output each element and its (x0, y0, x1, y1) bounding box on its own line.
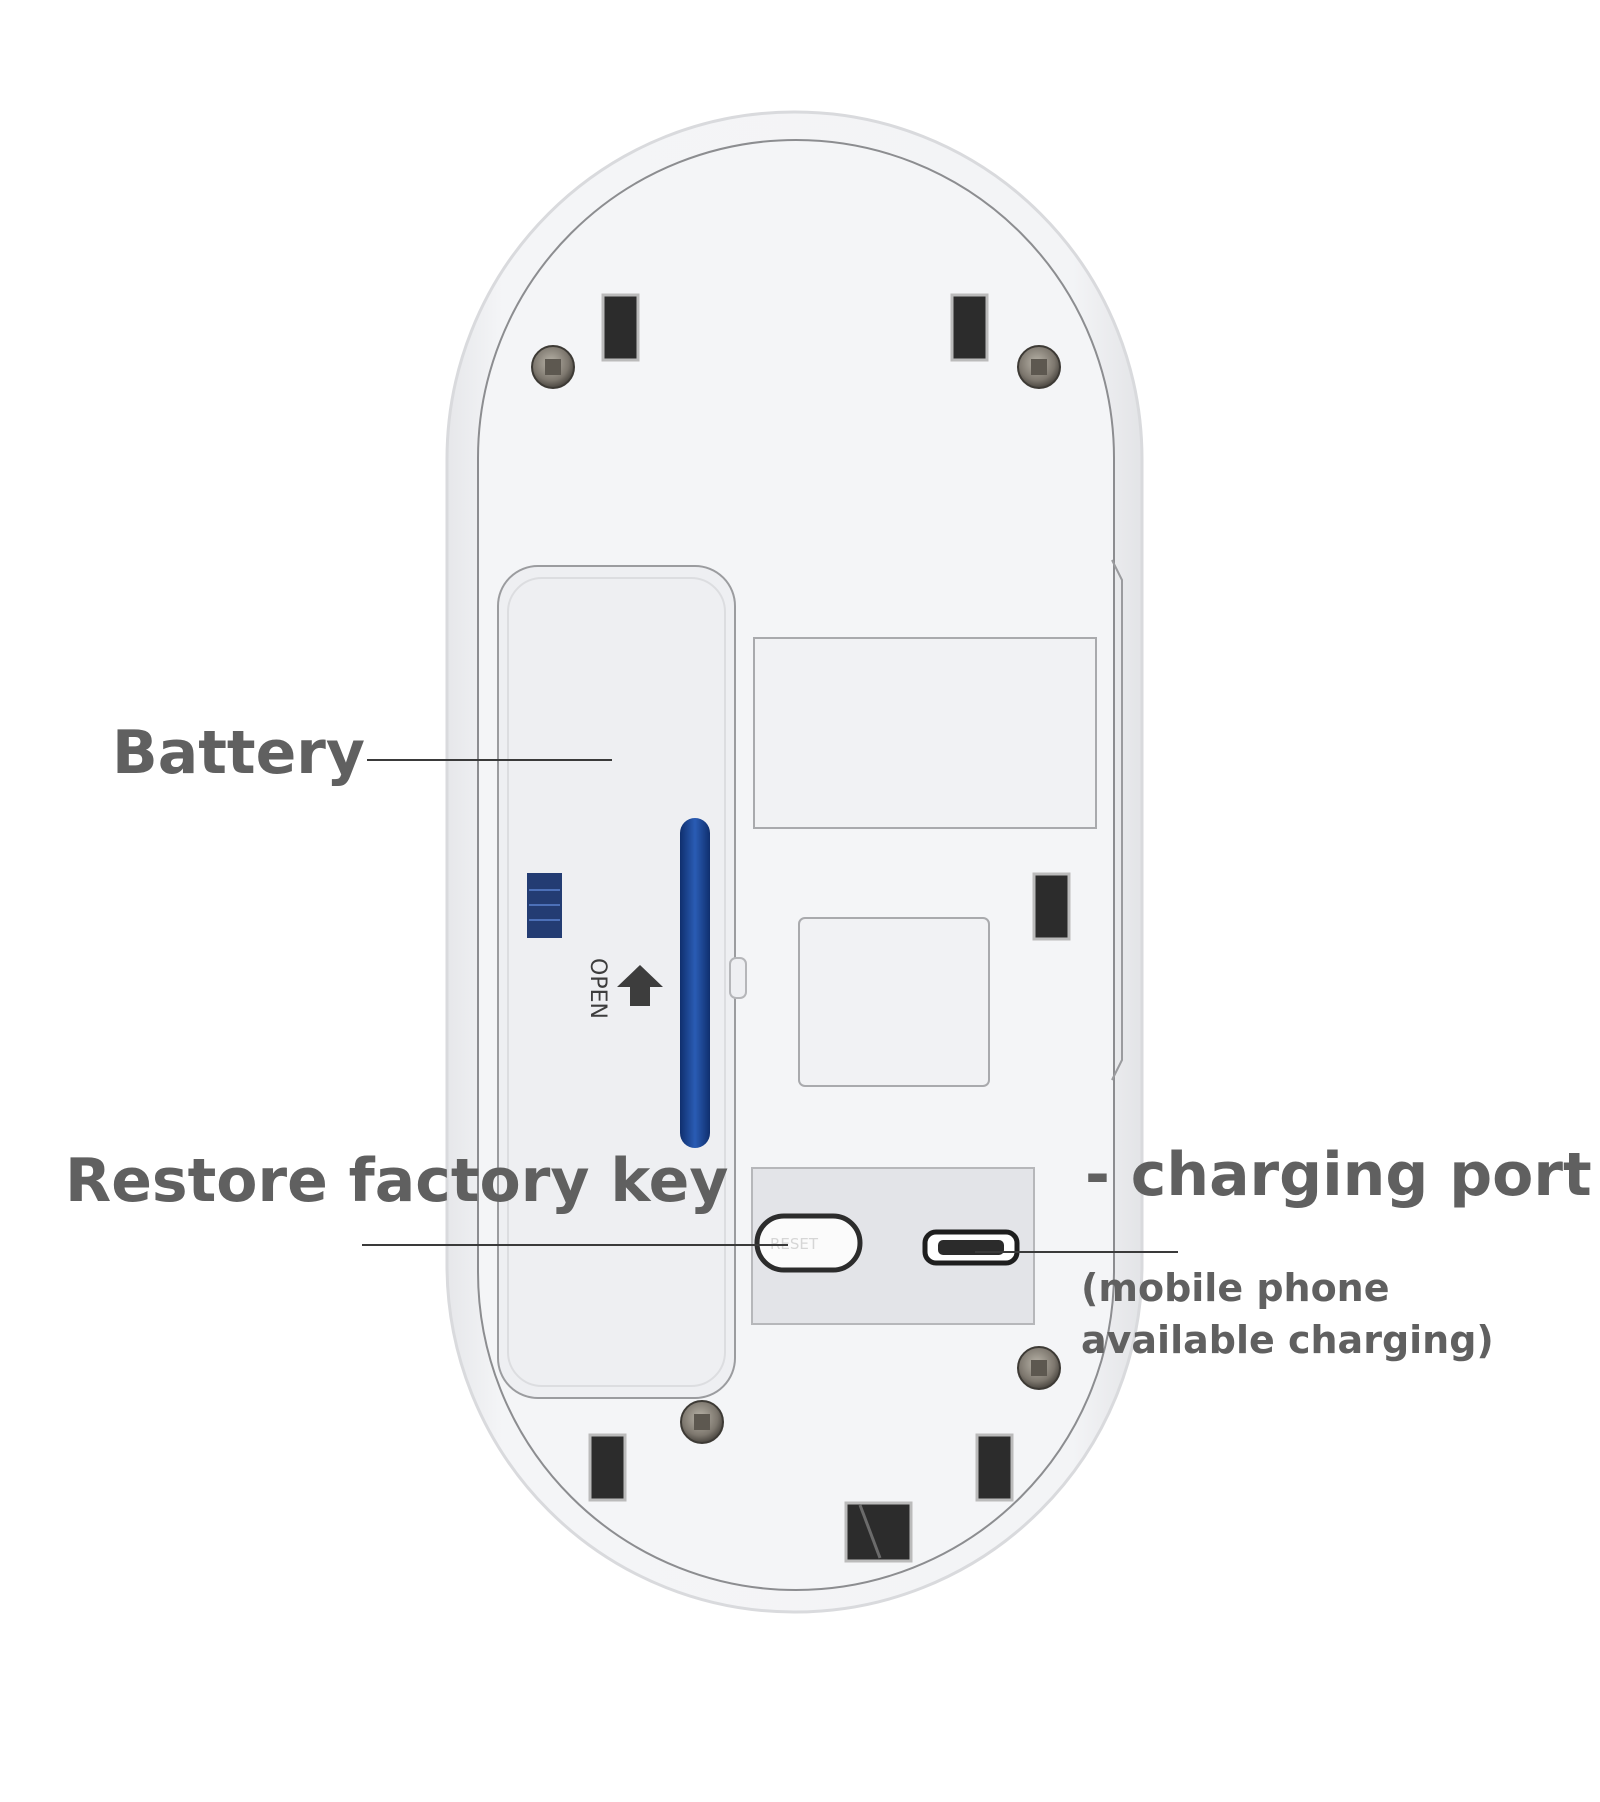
mount-slot-top-right (950, 293, 989, 362)
mount-slot-bottom-left (588, 1433, 627, 1502)
center-panel (798, 917, 990, 1087)
screw-top-right-icon (1017, 345, 1061, 389)
mount-slot-bottom-right (975, 1433, 1014, 1502)
micro-usb-port[interactable] (922, 1229, 1020, 1266)
open-marking: OPEN (585, 958, 610, 1019)
reset-button[interactable]: RESET (754, 1213, 863, 1273)
reset-marking: RESET (770, 1235, 819, 1253)
charging-port-note: (mobile phone available charging) (1081, 1266, 1494, 1362)
open-arrow-icon (617, 965, 663, 1006)
restore-factory-key-label: Restore factory key (65, 1146, 729, 1216)
charging-port-label: - charging port (1085, 1140, 1592, 1210)
battery-label: Battery (112, 718, 365, 788)
screw-bottom-left-icon (680, 1400, 724, 1444)
mount-slot-bottom-center (844, 1501, 913, 1563)
battery-release-slot (680, 818, 710, 1148)
battery-clip (527, 873, 562, 938)
label-area (753, 637, 1097, 829)
screw-bottom-right-icon (1017, 1346, 1061, 1390)
screw-top-left-icon (531, 345, 575, 389)
mount-slot-top-left (601, 293, 640, 362)
mount-slot-right (1032, 872, 1071, 941)
